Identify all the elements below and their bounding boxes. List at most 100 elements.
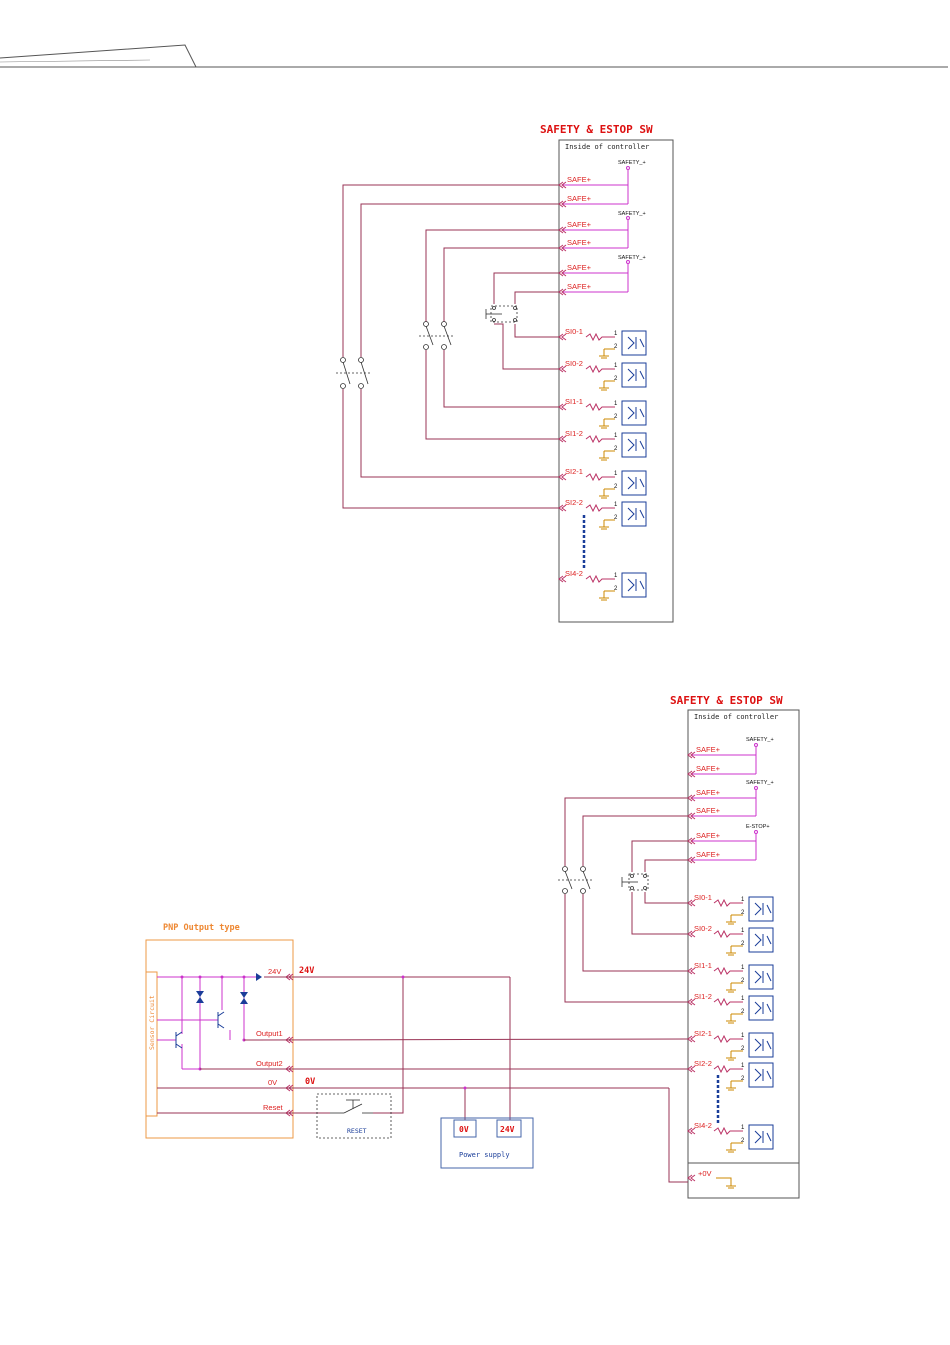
zero-v-terminal: +0V	[698, 1169, 712, 1178]
diagram1-title: SAFETY & ESTOP SW	[540, 123, 653, 136]
input-label-10: SI1-1	[694, 961, 712, 970]
safe-label-10: SAFE+	[696, 806, 721, 815]
rail-24v-label: 24V	[299, 966, 314, 976]
pin-numbers-2: 1 2 1 2 1 2 1 2 1 2 1 2 1 2	[741, 897, 745, 1144]
sensor-circuit-bar	[145, 971, 158, 1117]
controller-box-1	[558, 139, 674, 623]
svg-text:2: 2	[741, 978, 745, 984]
supply-label-6: E-STOP+	[746, 824, 770, 830]
input-label-6: SI2-2	[565, 498, 583, 507]
svg-text:1: 1	[741, 1125, 745, 1131]
svg-text:2: 2	[741, 1076, 745, 1082]
safe-label-6: SAFE+	[567, 282, 592, 291]
optocoupler-group-1: 12 12 12 12 12 12 12	[582, 330, 647, 601]
diagram-2: SAFETY & ESTOP SW Inside of controller S…	[145, 694, 800, 1199]
supply-label-1: SAFETY_+	[618, 160, 646, 166]
safe-label-2: SAFE+	[567, 194, 592, 203]
input-label-9: SI0-2	[694, 924, 712, 933]
svg-text:1: 1	[741, 996, 745, 1002]
safe-label-4: SAFE+	[567, 238, 592, 247]
input-label-1: SI0-1	[565, 327, 583, 336]
safe-label-11: SAFE+	[696, 831, 721, 840]
diagram2-title: SAFETY & ESTOP SW	[670, 694, 783, 707]
pnp-title: PNP Output type	[163, 923, 240, 933]
safe-label-3: SAFE+	[567, 220, 592, 229]
svg-text:1: 1	[614, 573, 618, 579]
external-wiring-2	[564, 797, 688, 1003]
svg-text:2: 2	[741, 1009, 745, 1015]
ps-24v-label: 24V	[500, 1125, 515, 1134]
svg-text:2: 2	[614, 586, 618, 592]
controller-label-1: Inside of controller	[565, 143, 649, 151]
svg-text:1: 1	[614, 471, 618, 477]
svg-text:2: 2	[741, 941, 745, 947]
sensor-term-output1: Output1	[256, 1029, 283, 1038]
ps-0v-label: 0V	[459, 1125, 469, 1134]
sensor-internals	[157, 973, 262, 1071]
svg-text:1: 1	[614, 363, 618, 369]
supply-label-3: SAFETY_+	[618, 255, 646, 261]
sensor-term-0v: 0V	[268, 1078, 277, 1087]
input-label-8: SI0-1	[694, 893, 712, 902]
sensor-wiring	[157, 976, 689, 1183]
input-label-5: SI2-1	[565, 467, 583, 476]
pin-numbers-1: 12 12 12 12 12 12 12	[614, 331, 618, 592]
safe-label-7: SAFE+	[696, 745, 721, 754]
svg-text:1: 1	[614, 401, 618, 407]
input-label-12: SI2-1	[694, 1029, 712, 1038]
svg-text:2: 2	[741, 1138, 745, 1144]
supply-bus-1	[563, 166, 630, 293]
input-label-13: SI2-2	[694, 1059, 712, 1068]
svg-text:1: 1	[741, 1033, 745, 1039]
power-supply-label: Power supply	[459, 1151, 510, 1159]
supply-label-5: SAFETY_+	[746, 780, 774, 786]
controller-box-2	[687, 709, 800, 1199]
svg-text:1: 1	[741, 897, 745, 903]
input-label-2: SI0-2	[565, 359, 583, 368]
terminal-chevrons-1	[558, 181, 567, 583]
svg-text:1: 1	[741, 965, 745, 971]
dual-switch-3	[558, 866, 594, 894]
svg-text:1: 1	[614, 331, 618, 337]
dual-switch-2	[419, 321, 455, 350]
svg-text:1: 1	[741, 1063, 745, 1069]
safe-label-5: SAFE+	[567, 263, 592, 272]
reset-switch: RESET	[316, 1093, 392, 1139]
svg-text:2: 2	[614, 446, 618, 452]
diagram-1: SAFETY & ESTOP SW Inside of controller S…	[336, 123, 674, 623]
safe-label-9: SAFE+	[696, 788, 721, 797]
svg-text:2: 2	[614, 515, 618, 521]
svg-text:1: 1	[614, 433, 618, 439]
dual-switch-1	[336, 357, 372, 389]
svg-text:2: 2	[614, 344, 618, 350]
reset-switch-label: RESET	[347, 1127, 367, 1135]
supply-bus-2	[692, 743, 758, 861]
sensor-circuit-label: Sensor Circuit	[148, 995, 156, 1050]
power-supply: 0V 24V Power supply	[440, 1117, 534, 1169]
svg-text:2: 2	[614, 484, 618, 490]
input-label-4: SI1-2	[565, 429, 583, 438]
svg-text:2: 2	[741, 910, 745, 916]
page-header-tab	[0, 44, 948, 68]
sensor-term-reset: Reset	[263, 1103, 284, 1112]
svg-text:2: 2	[614, 414, 618, 420]
svg-text:1: 1	[614, 502, 618, 508]
junction-dots	[401, 975, 467, 1090]
safe-label-1: SAFE+	[567, 175, 592, 184]
external-wiring-1	[342, 184, 559, 509]
safe-label-8: SAFE+	[696, 764, 721, 773]
estop-switch-2	[621, 873, 649, 891]
svg-text:1: 1	[741, 928, 745, 934]
estop-switch-1	[485, 305, 518, 323]
supply-label-2: SAFETY_+	[618, 211, 646, 217]
input-label-11: SI1-2	[694, 992, 712, 1001]
svg-text:2: 2	[741, 1046, 745, 1052]
supply-label-4: SAFETY_+	[746, 737, 774, 743]
rail-0v-label: 0V	[305, 1077, 315, 1087]
optocoupler-group-2: 1 2 1 2 1 2 1 2 1 2 1 2 1 2	[713, 896, 774, 1189]
input-label-7: SI4-2	[565, 569, 583, 578]
sensor-chevrons	[285, 973, 294, 1117]
sensor-term-24v: 24V	[268, 967, 281, 976]
input-label-14: SI4-2	[694, 1121, 712, 1130]
